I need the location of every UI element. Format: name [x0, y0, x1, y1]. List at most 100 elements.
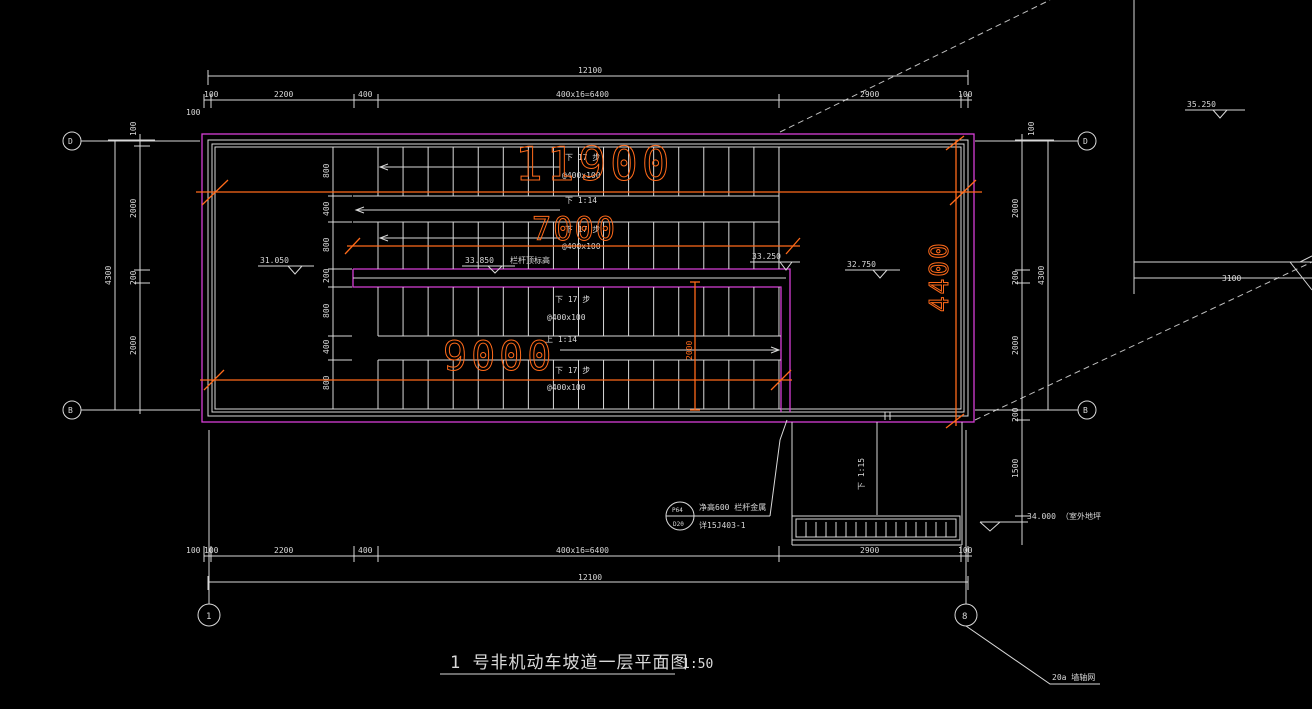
ramp-slope-label: 下 1:15 [857, 458, 866, 490]
svg-text:8: 8 [962, 612, 967, 622]
bottom-dim-400: 400 [358, 546, 373, 555]
markup-length-11900: 11900 [515, 137, 673, 191]
level-marker-31050: 31.050 [258, 256, 314, 275]
svg-text:33.250: 33.250 [752, 252, 781, 261]
inner-dim-400b: 400 [322, 339, 331, 354]
svg-text:35.250: 35.250 [1187, 100, 1216, 109]
stair-spec-4: @400x100 [547, 383, 586, 392]
lower-stair-flight [377, 287, 781, 410]
markup-line-9000 [200, 369, 792, 391]
top-dim-2900: 2900 [860, 90, 879, 99]
direction-arrow-slope [354, 206, 560, 214]
markup-line-11900 [196, 179, 982, 206]
level-marker-34000: 34.000 （室外地坪 [979, 511, 1101, 532]
stair-label-1: 下 17 步 [565, 153, 600, 162]
top-dim-2200: 2200 [274, 90, 293, 99]
drain-grating [791, 515, 961, 541]
svg-text:32.750: 32.750 [847, 260, 876, 269]
stair-label-4: 下 17 步 [555, 366, 590, 375]
svg-text:D20: D20 [673, 521, 684, 528]
detail-note-1: 净高600 栏杆金属 [699, 502, 766, 512]
inner-dim-800c: 800 [322, 303, 331, 318]
right-dim-100: 100 [1027, 121, 1036, 136]
top-total-dim: 12100 [578, 66, 602, 75]
axis-bubble-top-right: D [975, 131, 1097, 151]
bottom-total-dim: 12100 [578, 573, 602, 582]
right-dimension-chain [1015, 134, 1054, 545]
stair-spec-3: @400x100 [547, 313, 586, 322]
drawing-scale: 1:50 [682, 657, 713, 672]
outer-wall-outline [201, 133, 975, 423]
bottom-dim-2200: 2200 [274, 546, 293, 555]
wall-note: 20a 墙轴网 [1052, 672, 1095, 682]
bottom-dimension-chain [203, 546, 972, 590]
stair-label-2: 下 17 步 [565, 225, 600, 234]
direction-arrow-up [560, 346, 781, 354]
inner-dim-400a: 400 [322, 201, 331, 216]
inner-dim-800b: 800 [322, 237, 331, 252]
left-dim-2000a: 2000 [129, 199, 138, 218]
stair-spec-1: @400x100 [562, 171, 601, 180]
bottom-dim-2900: 2900 [860, 546, 879, 555]
right-dim-1500: 1500 [1011, 459, 1020, 478]
left-dim-2000b: 2000 [129, 336, 138, 355]
svg-text:B: B [1083, 406, 1088, 415]
svg-text:（室外地坪: （室外地坪 [1061, 511, 1101, 521]
bottom-dim-100c: 100 [958, 546, 973, 555]
svg-text:1: 1 [206, 612, 211, 622]
right-dim-200b: 200 [1011, 407, 1020, 422]
slope-line-right [1289, 261, 1312, 291]
dashed-line-upper [779, 0, 1051, 133]
right-dim-2000b: 2000 [1011, 336, 1020, 355]
level-marker-35250: 35.250 [1185, 100, 1245, 119]
top-dim-100b: 100 [204, 90, 219, 99]
right-total-dim: 4300 [1037, 266, 1046, 285]
axis-bubble-col-1: 1 [197, 430, 221, 627]
rail-height-label: 栏杆顶标高 [510, 255, 550, 265]
flight-length-text: 2000 [685, 341, 694, 360]
axis-bubble-col-8: 8 [954, 430, 978, 627]
inner-dim-800a: 800 [322, 163, 331, 178]
top-dimension-chain [203, 70, 972, 108]
bottom-dim-100a: 100 [186, 546, 201, 555]
markup-length-4400: 4400 [925, 241, 955, 312]
left-dim-100: 100 [129, 121, 138, 136]
axis-bubble-bottom-left: B [62, 400, 200, 420]
top-dim-100c: 100 [958, 90, 973, 99]
axis-bubble-top-left: D [62, 131, 200, 151]
top-dim-400: 400 [358, 90, 373, 99]
flight-length-dimension [690, 281, 700, 411]
inner-wall-line-1 [207, 139, 969, 417]
slope-label-up: 上 1:14 [545, 335, 577, 344]
markup-length-7000: 7000 [532, 210, 617, 248]
far-right-dim-text: 3100 [1222, 274, 1241, 283]
detail-note-2: 详15J403-1 [699, 520, 746, 530]
left-total-dim: 4300 [104, 266, 113, 285]
right-dim-200: 200 [1011, 270, 1020, 285]
inner-dim-800d: 800 [322, 375, 331, 390]
inner-wall-line-2 [211, 143, 965, 413]
svg-text:P64: P64 [672, 507, 683, 514]
svg-text:33.850: 33.850 [465, 256, 494, 265]
direction-arrow-top [378, 163, 560, 171]
axis-bubble-bottom-right: B [975, 400, 1097, 420]
slope-label-down: 下 1:14 [565, 196, 597, 205]
dashed-line-lower [974, 261, 1312, 421]
svg-text:D: D [68, 137, 73, 146]
drawing-title: 1 号非机动车坡道一层平面图 [450, 653, 688, 673]
level-marker-32750: 32.750 [845, 260, 900, 279]
svg-text:34.000: 34.000 [1027, 512, 1056, 521]
level-marker-33250: 33.250 [750, 252, 800, 271]
wall-note-leader: 20a 墙轴网 [965, 625, 1100, 685]
detail-callout: P64 D20 [665, 419, 788, 531]
stair-label-3: 下 17 步 [555, 295, 590, 304]
svg-text:B: B [68, 406, 73, 415]
markup-length-9000: 9000 [443, 334, 555, 380]
markup-line-7000 [344, 237, 801, 255]
svg-text:31.050: 31.050 [260, 256, 289, 265]
level-marker-33850: 33.850 [462, 256, 515, 274]
inner-dimension-chain [328, 147, 352, 409]
upper-stair-flight [377, 146, 780, 269]
direction-arrow-mid [378, 234, 560, 242]
